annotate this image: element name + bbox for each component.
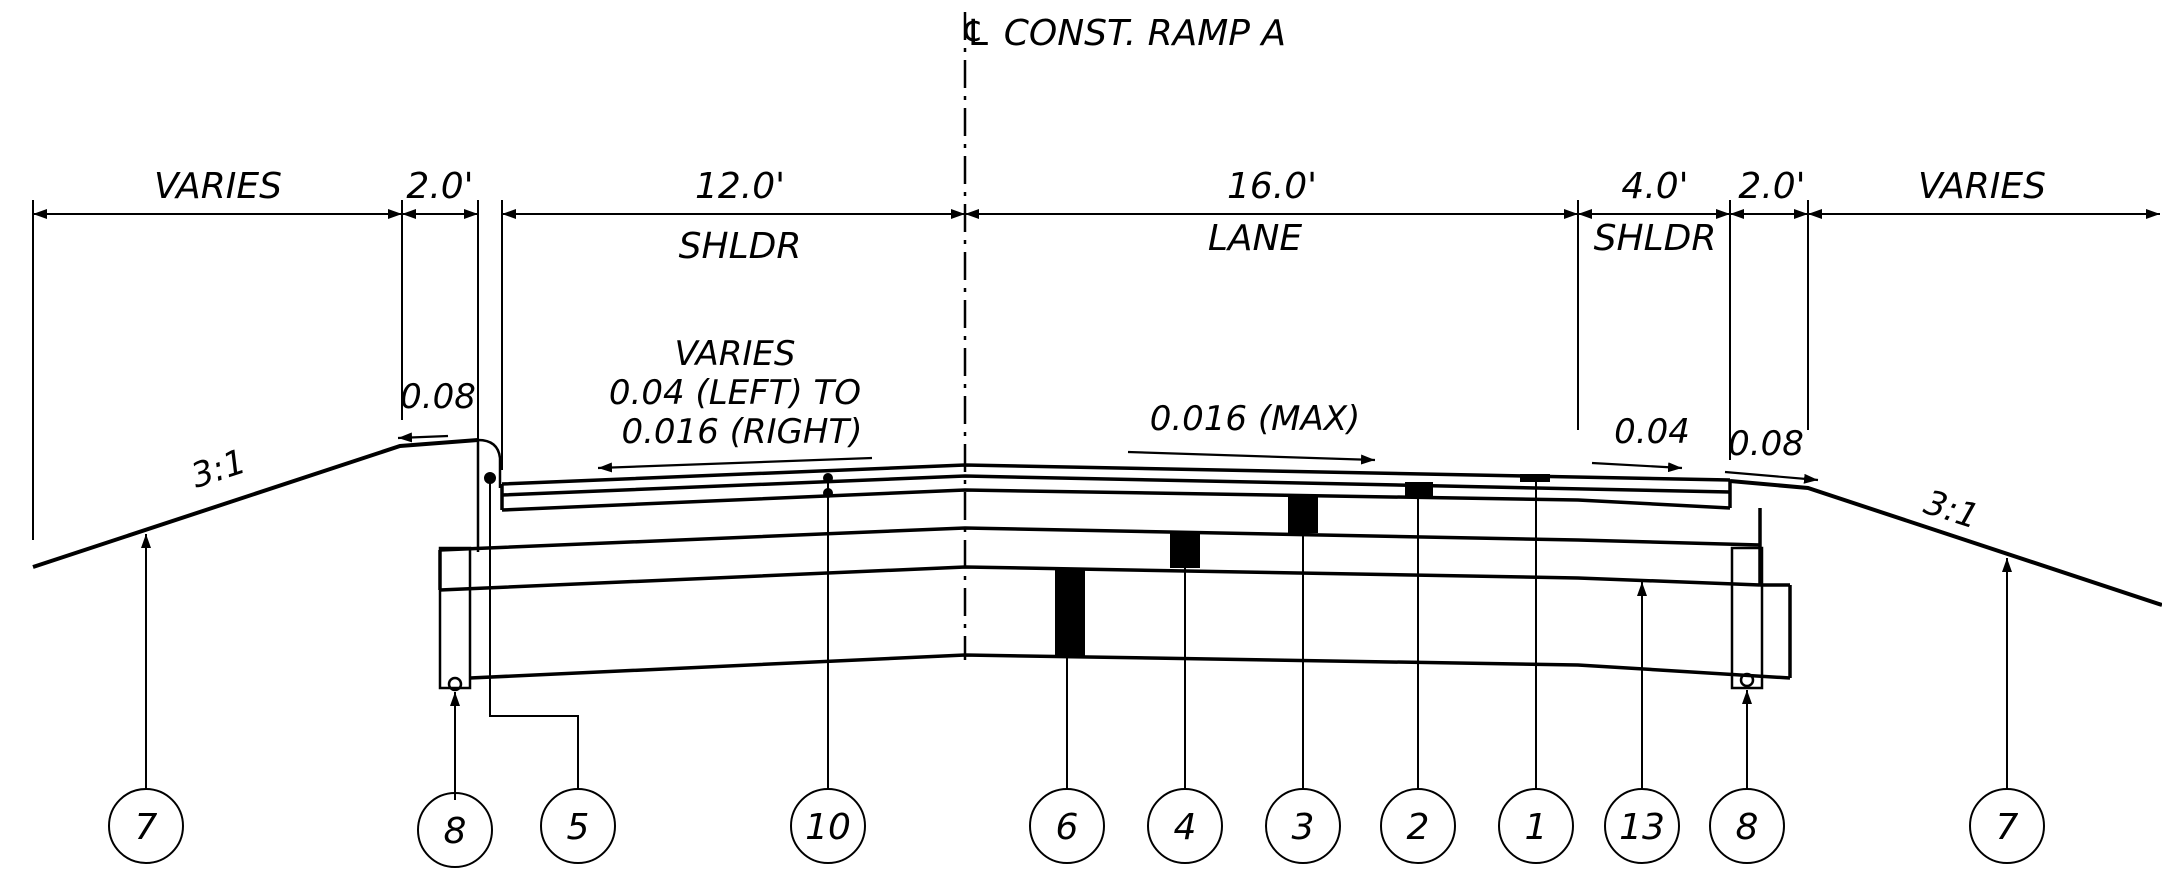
slope-left-shoulder-line2: 0.04 (LEFT) TO [609,373,861,413]
callout-5-circle [540,788,616,864]
callouts [108,788,2045,868]
callout-4-circle [1147,788,1223,864]
callout-1-circle [1498,788,1574,864]
callout-8-right: 8 [1736,807,1759,848]
dim-shldr-right: SHLDR [1594,218,1717,259]
callout-3-circle [1265,788,1341,864]
callout-7-right-circle [1969,788,2045,864]
dim-12ft: 12.0' [695,166,785,207]
slope-lane: 0.016 (MAX) [1150,399,1361,439]
callout-7-left: 7 [135,807,158,848]
callout-8-left-circle [417,792,493,868]
dim-varies-right: VARIES [1918,166,2046,207]
callout-2-circle [1380,788,1456,864]
callout-7-right: 7 [1996,807,2019,848]
callout-8-right-circle [1709,788,1785,864]
callout-1: 1 [1525,807,1548,848]
callout-5: 5 [567,807,590,848]
pavement-layers [438,463,1792,680]
callout-13-circle [1604,788,1680,864]
dim-2ft-left: 2.0' [406,166,473,207]
callout-6-circle [1029,788,1105,864]
leader-lines [141,472,2012,800]
slope-left-shoulder-line3: 0.016 (RIGHT) [621,412,862,452]
slope-right-gutter: 0.08 [1728,424,1804,464]
callout-4: 4 [1174,807,1197,848]
centerline-title: ℄ CONST. RAMP A [960,13,1286,54]
slope-3to1-left: 3:1 [186,442,250,497]
dim-lane: LANE [1208,218,1303,259]
slope-right-shoulder: 0.04 [1614,412,1690,452]
dim-shldr-left: SHLDR [679,226,802,267]
dim-4ft: 4.0' [1621,166,1688,207]
callout-10: 10 [805,807,851,848]
callout-numbers: 7 8 5 10 6 4 3 2 1 13 8 7 [135,807,2019,852]
dim-2ft-right: 2.0' [1738,166,1805,207]
callout-7-left-circle [108,788,184,864]
right-curb [1730,546,1764,690]
slope-left-gutter: 0.08 [400,377,476,417]
dim-varies-left: VARIES [154,166,282,207]
callout-13: 13 [1619,807,1665,848]
callout-8-left: 8 [444,811,467,852]
extension-lines [32,200,1809,540]
callout-6: 6 [1056,807,1079,848]
dim-16ft: 16.0' [1227,166,1317,207]
slope-arrows [397,432,1819,484]
callout-2: 2 [1407,807,1430,848]
slope-left-shoulder-line1: VARIES [675,334,796,374]
side-slopes [32,438,2162,607]
thickness-marks [1055,474,1550,656]
callout-10-circle [790,788,866,864]
callout-3: 3 [1292,807,1315,848]
